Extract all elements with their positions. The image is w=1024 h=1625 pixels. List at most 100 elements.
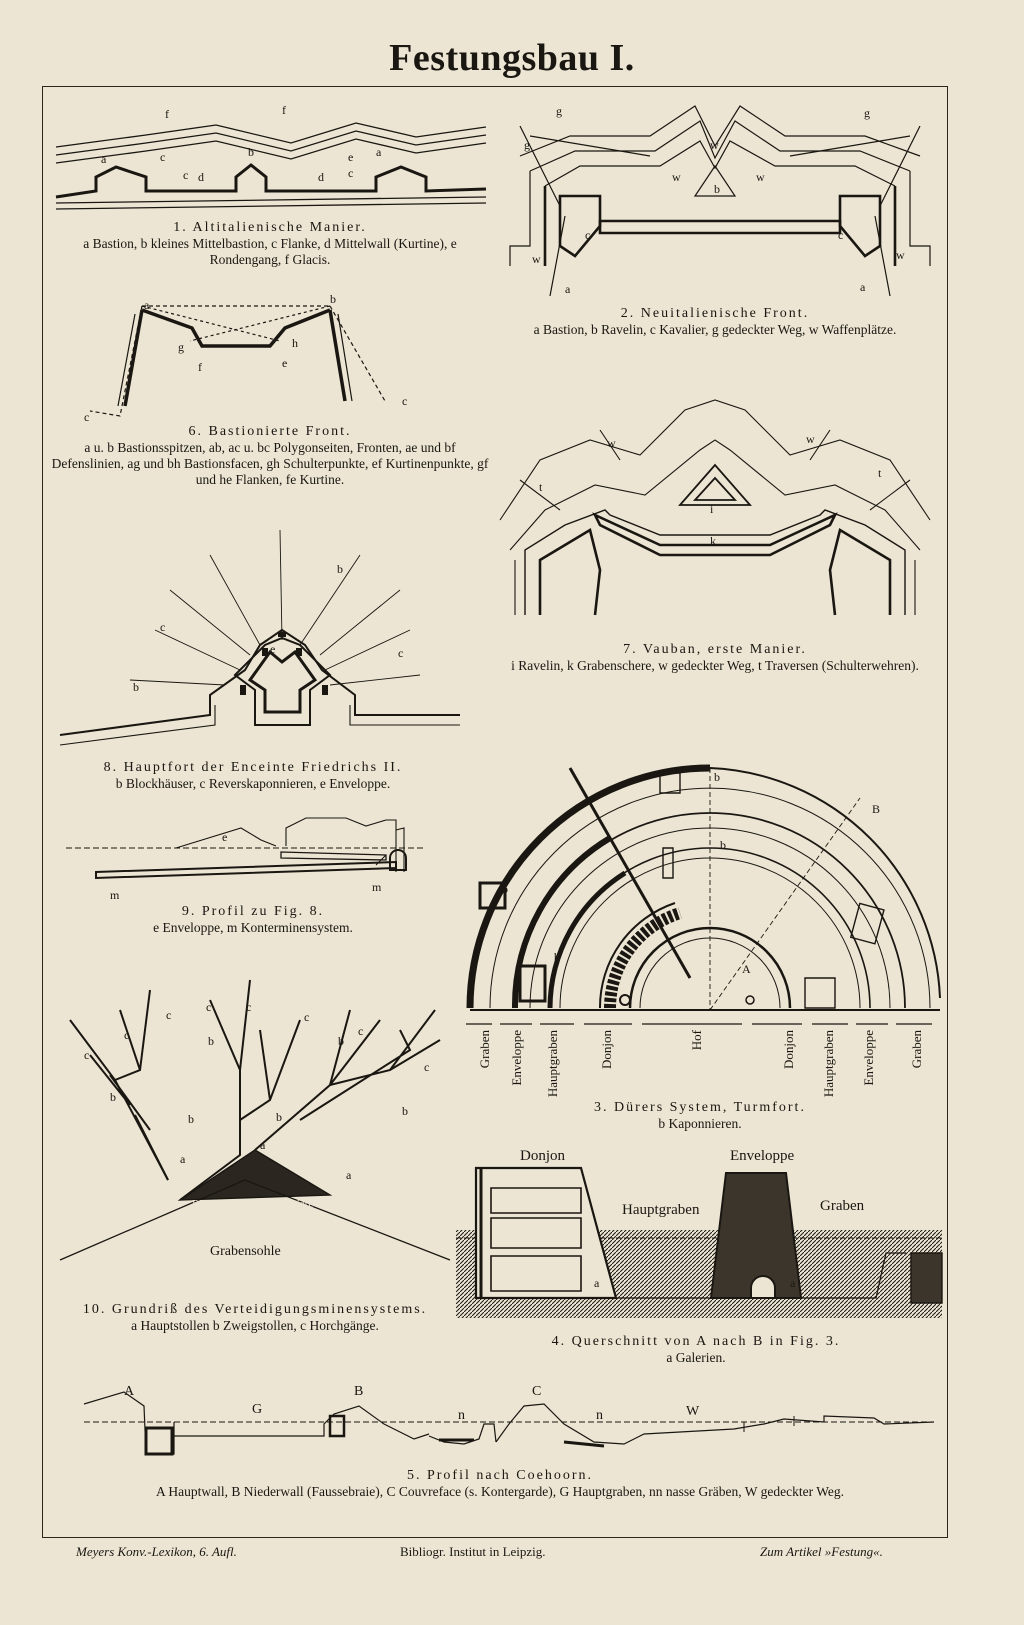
fig6-caption: 6. Bastionierte Front. a u. b Bastionssp… xyxy=(50,424,490,488)
fig2-label: w xyxy=(672,170,681,184)
fig3-section-label: Donjon xyxy=(599,1030,614,1069)
fig5-label: W xyxy=(686,1404,700,1419)
fig3-drawing xyxy=(460,738,940,1018)
fig1-label: d xyxy=(198,170,204,184)
fig2-label: b xyxy=(714,182,720,196)
fig1-label: d xyxy=(318,170,324,184)
fig1-label: a xyxy=(376,145,382,159)
fig9-label: e xyxy=(222,830,228,844)
fig10-label: b xyxy=(402,1104,408,1118)
fig1-label: f xyxy=(165,107,169,121)
fig1-caption: 1. Altitalienische Manier. a Bastion, b … xyxy=(50,220,490,268)
fig6-drawing xyxy=(80,296,420,426)
fig3-title: 3. Dürers System, Turmfort. xyxy=(594,1100,806,1115)
fig1-label: f xyxy=(282,103,286,117)
fig5-label: n xyxy=(596,1408,603,1423)
fig9-caption: 9. Profil zu Fig. 8. e Enveloppe, m Kont… xyxy=(48,904,458,936)
fig5-label: n xyxy=(458,1408,465,1423)
fig9-label: m xyxy=(110,888,120,902)
fig1-label: b xyxy=(248,145,254,159)
fig2-label: a xyxy=(565,282,571,296)
fig7-label: i xyxy=(710,502,714,516)
fig1-drawing xyxy=(56,105,486,215)
fig7-label: t xyxy=(539,480,543,494)
fig7-drawing xyxy=(500,400,930,630)
fig2-label: w xyxy=(756,170,765,184)
fig5-label: B xyxy=(354,1384,364,1399)
fig4-drawing xyxy=(456,1168,942,1318)
fig8-caption: 8. Hauptfort der Enceinte Friedrichs II.… xyxy=(48,760,458,792)
fig3-label: b xyxy=(502,882,508,896)
fig4-label: Graben xyxy=(820,1198,865,1214)
fig1-legend: a Bastion, b kleines Mittelbastion, c Fl… xyxy=(83,236,457,267)
fig8-label: b xyxy=(133,680,139,694)
fig2-label: c xyxy=(585,228,591,242)
fig9-legend: e Enveloppe, m Konterminensystem. xyxy=(153,920,353,935)
fig10-label: c xyxy=(358,1024,364,1038)
fig3-section-label: Hof xyxy=(689,1030,704,1051)
fig8-drawing xyxy=(60,530,460,750)
fig3-section-label: Graben xyxy=(909,1030,924,1069)
fig6-label: g xyxy=(178,340,184,354)
fig10-label: c xyxy=(166,1008,172,1022)
footer-publisher: Bibliogr. Institut in Leipzig. xyxy=(400,1544,546,1559)
fig3-section-label: Donjon xyxy=(781,1030,796,1069)
fig9-label: m xyxy=(372,880,382,894)
footer-publication: Meyers Konv.-Lexikon, 6. Aufl. xyxy=(76,1544,237,1559)
fig10-label: c xyxy=(84,1048,90,1062)
fig5-caption: 5. Profil nach Coehoorn. A Hauptwall, B … xyxy=(60,1468,940,1500)
fig1-title: 1. Altitalienische Manier. xyxy=(173,220,367,235)
fig4-title: 4. Querschnitt von A nach B in Fig. 3. xyxy=(551,1334,841,1349)
fig8-legend: b Blockhäuser, c Reverskaponnieren, e En… xyxy=(115,776,391,791)
fig10-label: b xyxy=(110,1090,116,1104)
fig5-label: C xyxy=(532,1384,542,1399)
fig3-label: b xyxy=(554,950,560,964)
fig6-label: b xyxy=(330,292,336,306)
fig6-label: c xyxy=(402,394,408,408)
fig4-label: a xyxy=(594,1276,600,1290)
fig6-label: h xyxy=(292,336,298,350)
fig6-label: e xyxy=(282,356,288,370)
fig8-title: 8. Hauptfort der Enceinte Friedrichs II. xyxy=(103,760,403,775)
fig4-label: a xyxy=(790,1276,796,1290)
fig8-label: c xyxy=(160,620,166,634)
fig10-label: c xyxy=(424,1060,430,1074)
page-title: Festungsbau I. xyxy=(389,37,635,79)
fig10-label: Revers- xyxy=(192,1198,227,1210)
fig8-label: c xyxy=(398,646,404,660)
fig2-label: w xyxy=(896,248,905,262)
fig3-section-brackets xyxy=(462,1022,940,1032)
fig10-label: b xyxy=(208,1034,214,1048)
fig10-label: a xyxy=(260,1138,266,1152)
fig10-label: b xyxy=(276,1110,282,1124)
fig3-section-label: Enveloppe xyxy=(861,1030,876,1086)
fig1-label: a xyxy=(101,152,107,166)
fig10-label: b xyxy=(338,1034,344,1048)
fig10-label: c xyxy=(206,1000,212,1014)
fig8-label: b xyxy=(337,562,343,576)
fig2-label: g xyxy=(556,104,562,118)
fig10-label: a xyxy=(346,1168,352,1182)
fig4-label: Donjon xyxy=(520,1148,565,1164)
fig1-label: e xyxy=(348,150,354,164)
fig10-label: a xyxy=(180,1152,186,1166)
fig3-section-label: Graben xyxy=(477,1030,492,1069)
fig10-title: 10. Grundriß des Verteidigungsminensyste… xyxy=(82,1302,428,1317)
fig5-label: A xyxy=(124,1384,135,1399)
fig7-label: w xyxy=(607,436,616,450)
fig1-label: c xyxy=(348,166,354,180)
fig3-label: b xyxy=(714,770,720,784)
fig7-legend: i Ravelin, k Grabenschere, w gedeckter W… xyxy=(511,658,919,673)
fig3-label: b xyxy=(720,838,726,852)
fig7-label: w xyxy=(806,432,815,446)
fig2-label: c xyxy=(838,228,844,242)
fig2-label: w xyxy=(710,138,719,152)
fig6-label: a xyxy=(144,298,150,312)
fig3-section-label: Enveloppe xyxy=(509,1030,524,1086)
fig2-label: w xyxy=(532,252,541,266)
fig10-caption: 10. Grundriß des Verteidigungsminensyste… xyxy=(70,1302,440,1334)
fig10-label: c xyxy=(304,1010,310,1024)
fig5-label: G xyxy=(252,1402,263,1417)
footer-article-ref: Zum Artikel »Festung«. xyxy=(760,1544,883,1559)
fig7-label: t xyxy=(878,466,882,480)
